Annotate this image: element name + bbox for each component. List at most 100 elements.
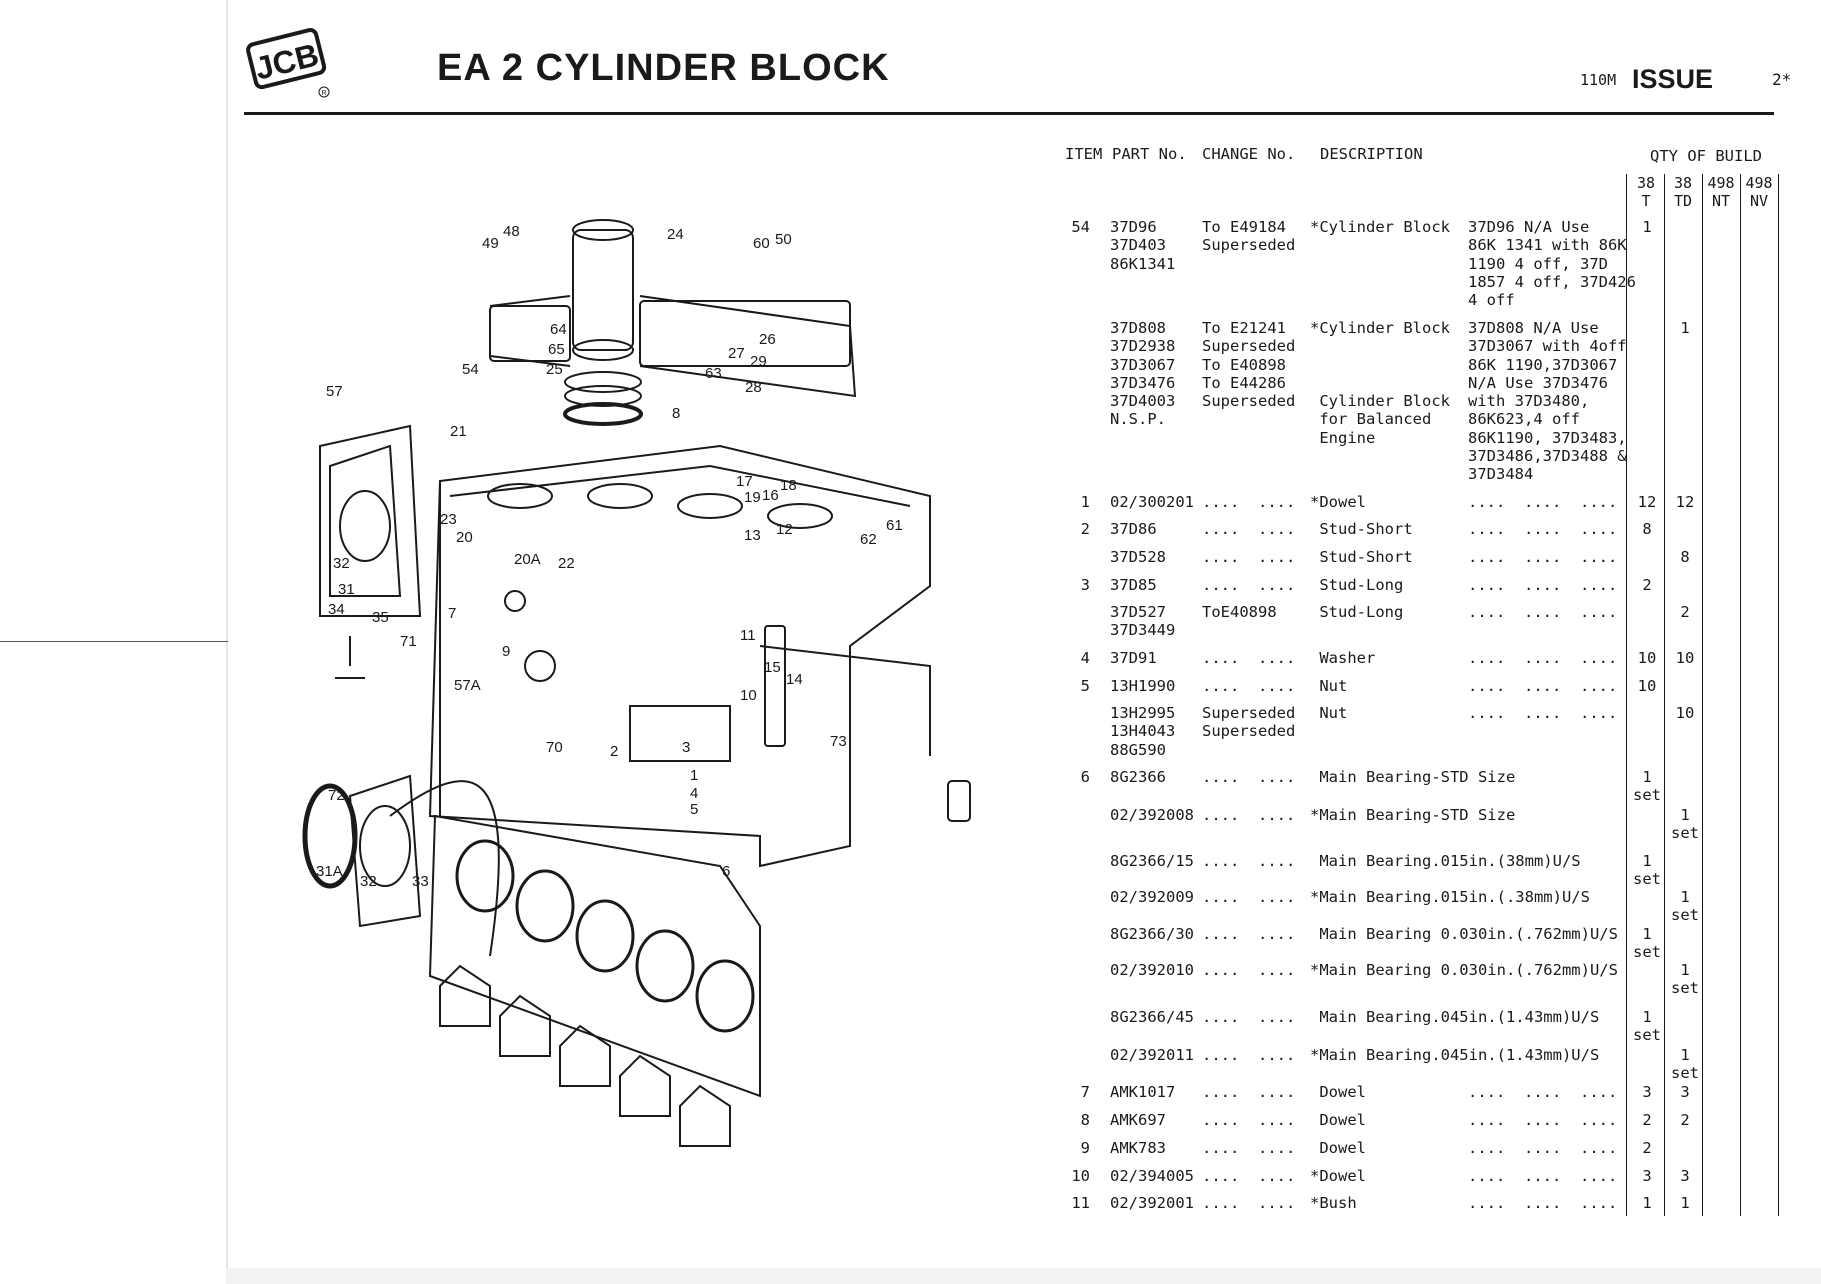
cell-note: .... .... ....	[1468, 704, 1618, 722]
cell-part-no: 37D528	[1110, 548, 1166, 566]
cell-part-no: 8G2366	[1110, 768, 1166, 786]
cell-qty-38t: 3	[1642, 1167, 1652, 1185]
cell-qty-38t: 12	[1637, 493, 1657, 511]
callout-label: 9	[502, 643, 510, 660]
cell-qty-38t: 10	[1637, 677, 1657, 695]
callout-label: 50	[775, 231, 792, 248]
cell-item: 9	[1080, 1139, 1090, 1157]
cell-part-no: 8G2366/30	[1110, 925, 1194, 943]
header-description: DESCRIPTION	[1320, 145, 1423, 163]
callout-label: 8	[672, 405, 680, 422]
cell-qty-38t: 1	[1642, 1194, 1652, 1212]
callout-label: 32	[360, 873, 377, 890]
cell-change-no: .... ....	[1202, 520, 1296, 538]
cell-qty-38t: 3	[1642, 1083, 1652, 1101]
cell-item: 10	[1071, 1167, 1090, 1185]
cell-part-no: 02/392009	[1110, 888, 1194, 906]
cell-item: 4	[1080, 649, 1090, 667]
callout-label: 17	[736, 473, 753, 490]
cell-note: .... .... ....	[1468, 493, 1618, 511]
cell-change-no: To E49184 Superseded	[1202, 218, 1296, 255]
cell-note: .... .... ....	[1468, 1194, 1618, 1212]
cell-qty-38td: 10	[1675, 704, 1695, 722]
callout-label: 48	[503, 223, 520, 240]
cell-qty-38td: 1 set	[1671, 888, 1699, 925]
qty-col-top: 38	[1673, 174, 1693, 192]
cell-qty-38t: 8	[1642, 520, 1652, 538]
callout-label: 29	[750, 353, 767, 370]
page-title: EA 2 CYLINDER BLOCK	[437, 47, 890, 89]
callout-label: 65	[548, 341, 565, 358]
callout-label: 6	[722, 863, 730, 880]
cell-item: 54	[1071, 218, 1090, 236]
cell-description: *Dowel	[1310, 493, 1366, 511]
cell-part-no: 8G2366/45	[1110, 1008, 1194, 1026]
cell-description: Stud-Long	[1310, 576, 1404, 594]
cell-change-no: .... ....	[1202, 925, 1296, 943]
callout-label: 32	[333, 555, 350, 572]
cell-part-no: AMK783	[1110, 1139, 1166, 1157]
cell-note: .... .... ....	[1468, 576, 1618, 594]
cell-change-no: .... ....	[1202, 888, 1296, 906]
cell-part-no: 02/300201	[1110, 493, 1194, 511]
cell-description: Dowel	[1310, 1139, 1366, 1157]
cell-description: Stud-Short	[1310, 548, 1413, 566]
cell-description: Main Bearing.045in.(1.43mm)U/S	[1310, 1008, 1600, 1026]
cell-qty-38td: 10	[1675, 649, 1695, 667]
cell-qty-38td: 12	[1675, 493, 1695, 511]
cell-item: 11	[1071, 1194, 1090, 1212]
cell-part-no: 37D86	[1110, 520, 1157, 538]
cell-change-no: .... ....	[1202, 1139, 1296, 1157]
callout-label: 25	[546, 361, 563, 378]
cell-qty-38td: 1 set	[1671, 1046, 1699, 1083]
cell-note: .... .... ....	[1468, 520, 1618, 538]
cell-change-no: .... ....	[1202, 1194, 1296, 1212]
cell-item: 3	[1080, 576, 1090, 594]
cell-change-no: .... ....	[1202, 493, 1296, 511]
cell-qty-38td: 2	[1680, 603, 1690, 621]
cell-description: Main Bearing.015in.(38mm)U/S	[1310, 852, 1581, 870]
cell-qty-38t: 1 set	[1633, 852, 1661, 889]
callout-label: 71	[400, 633, 417, 650]
callout-label: 72	[328, 787, 345, 804]
cell-change-no: .... ....	[1202, 961, 1296, 979]
cell-change-no: Superseded Superseded	[1202, 704, 1296, 741]
cell-qty-38t: 1 set	[1633, 925, 1661, 962]
callout-label: 34	[328, 601, 345, 618]
qty-column-rule	[1778, 174, 1779, 1216]
cell-part-no: 8G2366/15	[1110, 852, 1194, 870]
cell-qty-38t: 1 set	[1633, 1008, 1661, 1045]
issue-code: 110M	[1580, 71, 1617, 89]
cell-description: Washer	[1310, 649, 1376, 667]
cell-part-no: 02/392008	[1110, 806, 1194, 824]
cell-part-no: 37D96 37D403 86K1341	[1110, 218, 1176, 273]
cell-change-no: .... ....	[1202, 649, 1296, 667]
cell-change-no: .... ....	[1202, 548, 1296, 566]
cell-item: 6	[1080, 768, 1090, 786]
callout-label: 5	[690, 801, 698, 818]
cell-qty-38td: 1 set	[1671, 806, 1699, 843]
cell-change-no: .... ....	[1202, 1111, 1296, 1129]
cell-note: .... .... ....	[1468, 1167, 1618, 1185]
issue-label: ISSUE	[1632, 64, 1714, 94]
callout-label: 61	[886, 517, 903, 534]
callout-label: 62	[860, 531, 877, 548]
cell-part-no: AMK697	[1110, 1111, 1166, 1129]
cell-note: .... .... ....	[1468, 1083, 1618, 1101]
cell-note: .... .... ....	[1468, 548, 1618, 566]
cell-qty-38td: 8	[1680, 548, 1690, 566]
callout-label: 18	[780, 477, 797, 494]
cell-change-no: .... ....	[1202, 1008, 1296, 1026]
cell-description: *Dowel	[1310, 1167, 1366, 1185]
cell-note: 37D808 N/A Use 37D3067 with 4off 86K 119…	[1468, 319, 1627, 484]
cell-qty-38t: 2	[1642, 576, 1652, 594]
cell-qty-38td: 3	[1680, 1167, 1690, 1185]
qty-col-top: 38	[1636, 174, 1656, 192]
callout-label: 2	[610, 743, 618, 760]
cell-description: Stud-Short	[1310, 520, 1413, 538]
